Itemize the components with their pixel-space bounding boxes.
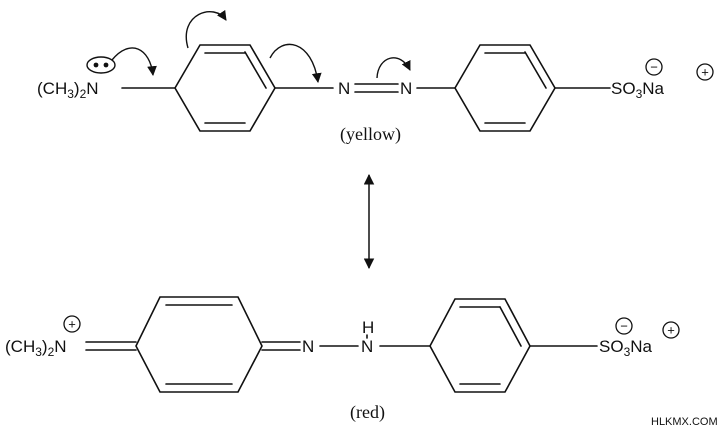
red-iminium-double-bond (85, 341, 137, 351)
svg-text:−: − (650, 60, 658, 75)
curved-arrow-ring-right (269, 43, 322, 83)
curved-arrow-lone-pair (111, 47, 157, 76)
curved-arrow-ring-top (185, 9, 227, 49)
red-ring-right (429, 298, 531, 393)
yellow-ring-left (174, 44, 276, 132)
yellow-sulfonate-label: SO3Na (611, 79, 665, 101)
yellow-structure: (CH3)2N N N SO3Na − + (yellow) (37, 9, 714, 145)
red-nh-n: N (361, 337, 373, 356)
red-nh-h: H (362, 318, 374, 337)
yellow-azo-n2: N (400, 79, 412, 98)
red-amine-plus-charge-icon: + (63, 315, 81, 333)
red-amine-label: (CH3)2N (5, 337, 67, 359)
yellow-azo-double-bond (354, 83, 399, 93)
watermark: HLKMX.COM (651, 416, 717, 428)
svg-text:+: + (667, 323, 675, 338)
svg-text:+: + (701, 65, 709, 80)
yellow-ring-right (454, 44, 556, 132)
yellow-amine-label: (CH3)2N (37, 79, 99, 101)
curved-arrow-azo (376, 57, 411, 79)
red-quinoid-ring (135, 296, 263, 393)
yellow-minus-charge-icon: − (645, 58, 663, 76)
red-plus-charge-icon: + (662, 321, 680, 339)
red-minus-charge-icon: − (615, 317, 633, 335)
yellow-azo-n1: N (338, 79, 350, 98)
red-n1: N (302, 337, 314, 356)
yellow-caption: (yellow) (340, 124, 401, 145)
svg-text:+: + (68, 317, 76, 332)
red-caption: (red) (350, 402, 385, 423)
svg-text:−: − (620, 319, 628, 334)
red-imine-double-bond (261, 341, 301, 351)
red-sulfonate-label: SO3Na (599, 337, 653, 359)
lone-pair-icon (86, 56, 116, 74)
yellow-plus-charge-icon: + (696, 63, 714, 81)
red-structure: (CH3)2N + N N H (5, 296, 680, 423)
